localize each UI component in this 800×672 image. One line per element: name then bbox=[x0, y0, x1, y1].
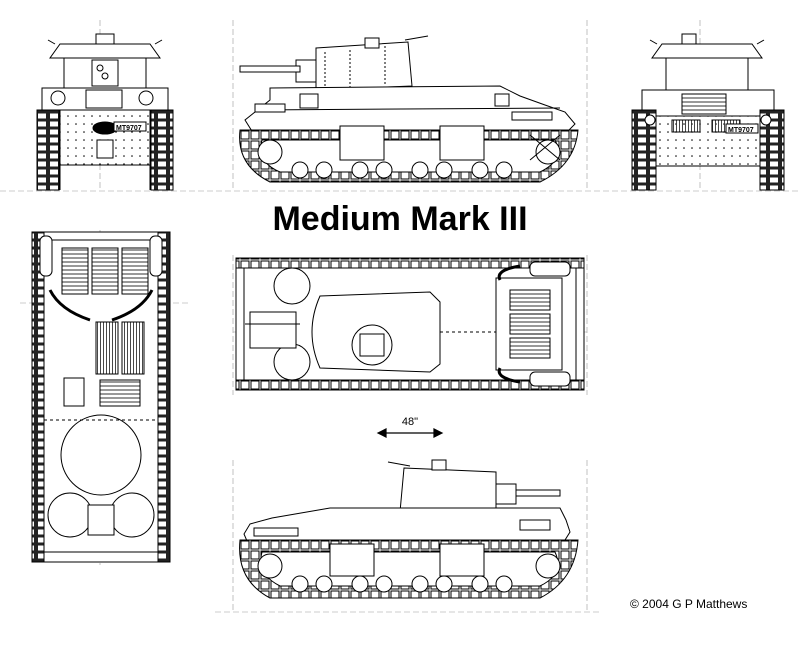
rear-view: MT9707 bbox=[631, 33, 785, 191]
scale-label: 48" bbox=[401, 416, 419, 428]
plan-view-vertical bbox=[31, 231, 171, 563]
side-view-top bbox=[239, 35, 579, 183]
copyright-text: © 2004 G P Matthews bbox=[630, 597, 748, 611]
drawing-title: Medium Mark III bbox=[272, 200, 528, 238]
side-view-bottom bbox=[239, 459, 579, 599]
front-view: MT9707 bbox=[36, 33, 174, 191]
front-plate: MT9707 bbox=[116, 125, 142, 132]
scale-bar bbox=[376, 428, 444, 438]
plan-view-horizontal bbox=[235, 257, 585, 391]
rear-plate: MT9707 bbox=[728, 127, 754, 134]
